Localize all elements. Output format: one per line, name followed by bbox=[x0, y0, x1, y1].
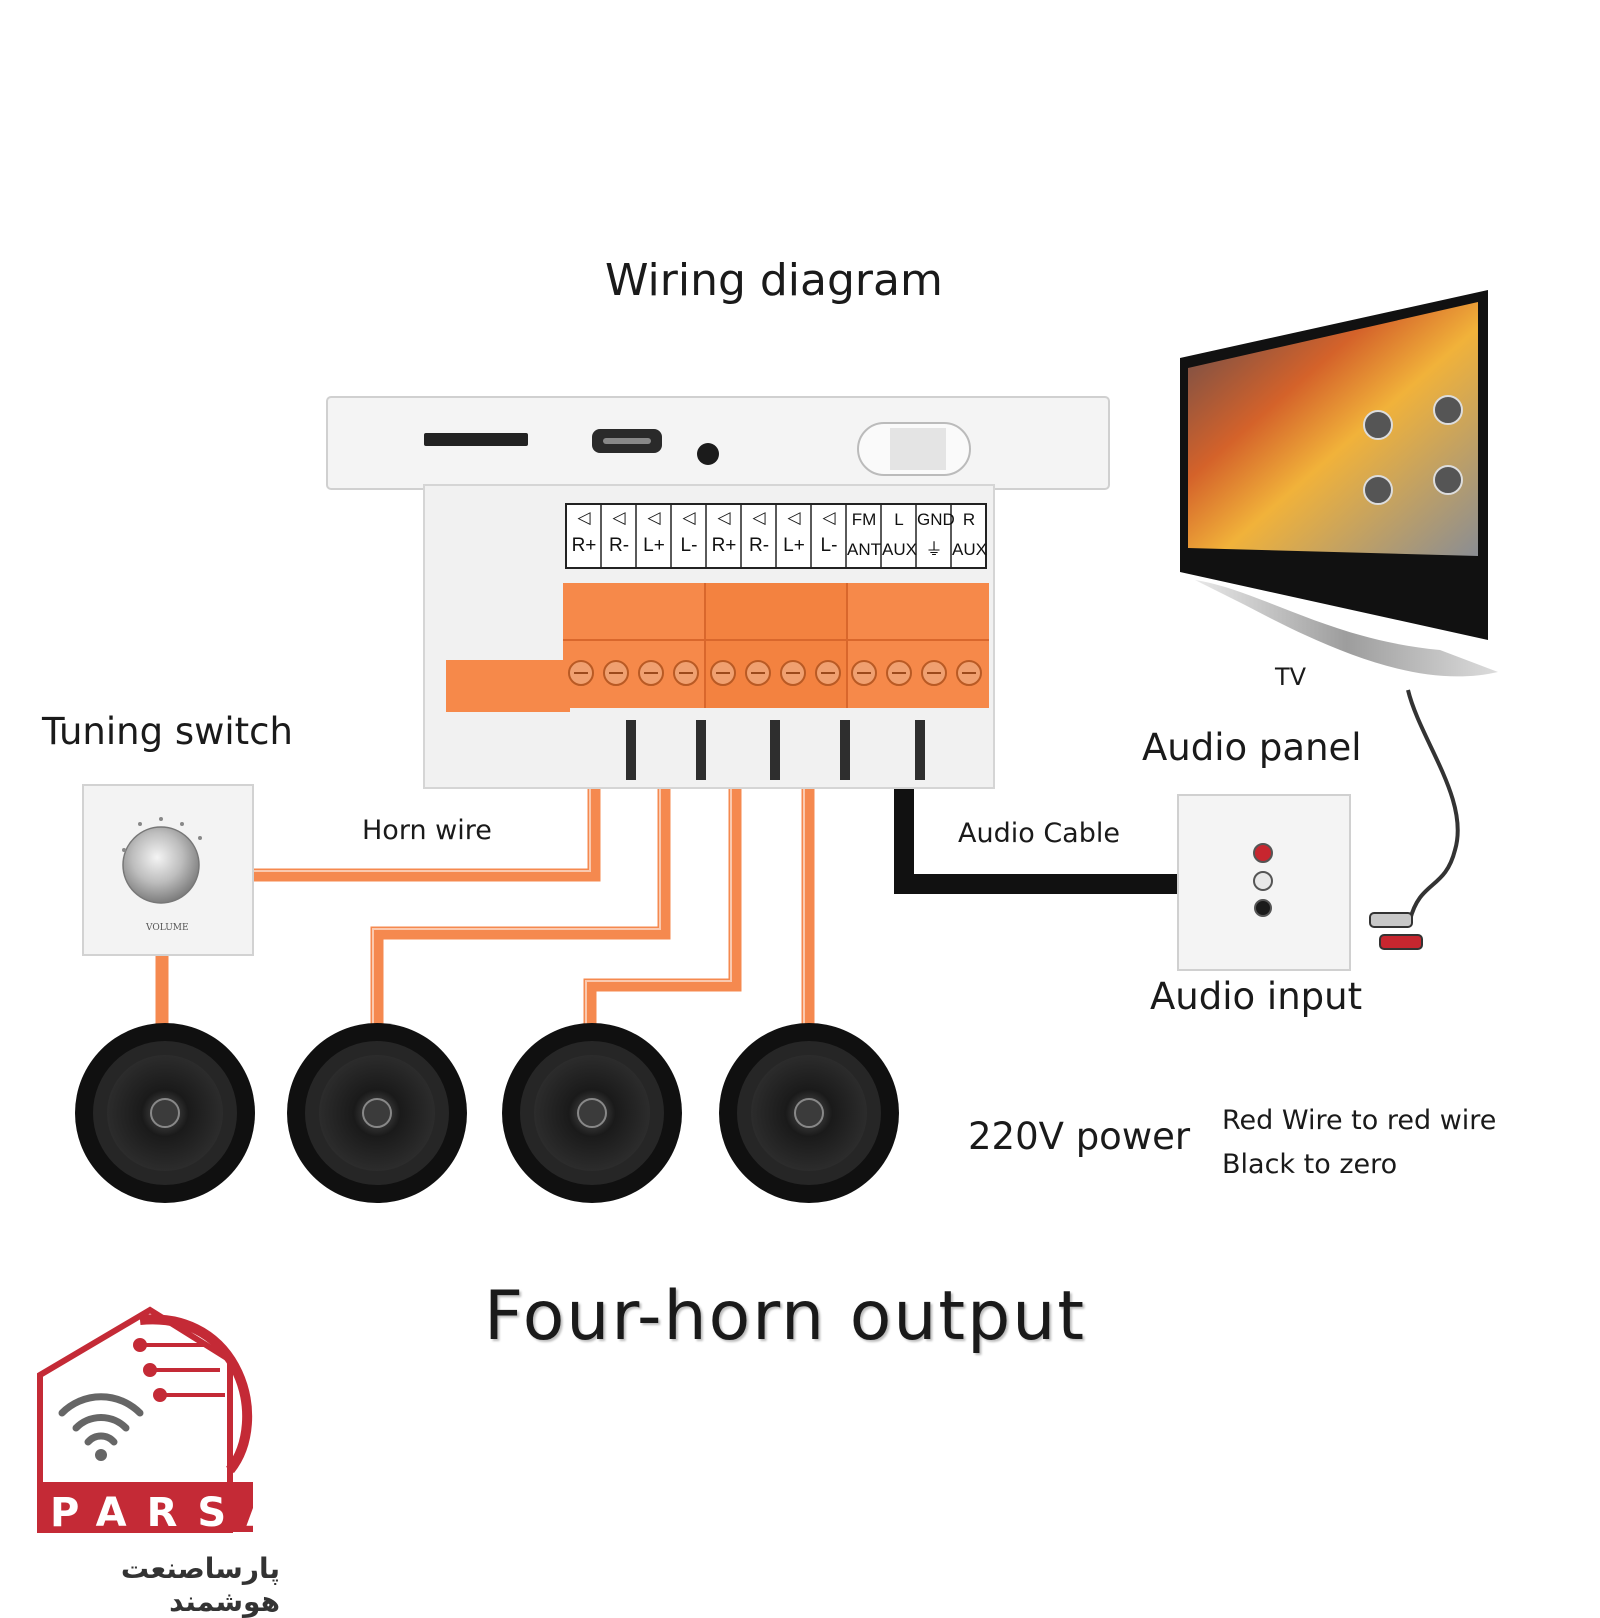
horn-wire-3 bbox=[583, 725, 742, 1032]
black-wire-note: Black to zero bbox=[1222, 1149, 1398, 1180]
tuning-switch-label: Tuning switch bbox=[42, 710, 293, 753]
speaker-4 bbox=[719, 1023, 899, 1203]
logo-brand-text: PARSA bbox=[50, 1490, 298, 1536]
rca-plugs bbox=[1369, 912, 1423, 950]
horn-wire-label: Horn wire bbox=[362, 815, 492, 846]
speaker-icon: ◁ bbox=[647, 508, 661, 527]
speaker-2 bbox=[287, 1023, 467, 1203]
terminal-label-1: ◁R+ bbox=[567, 505, 601, 567]
logo-persian-text: پارساصنعت هوشمند bbox=[120, 1552, 280, 1618]
audio-panel-label: Audio panel bbox=[1142, 726, 1362, 769]
volume-label: VOLUME bbox=[146, 923, 189, 933]
parsa-logo bbox=[37, 1306, 253, 1533]
terminal-label-2: ◁R- bbox=[602, 505, 636, 567]
audio-jack-icon bbox=[697, 443, 719, 465]
speaker-icon: ◁ bbox=[752, 508, 766, 527]
terminal-label-6: ◁R- bbox=[742, 505, 776, 567]
tv-icon bbox=[1180, 290, 1498, 677]
audio-input-label: Audio input bbox=[1150, 975, 1363, 1018]
terminal-block-1 bbox=[563, 583, 705, 708]
speaker-icon: ◁ bbox=[577, 508, 591, 527]
ground-icon: ⏚ bbox=[925, 540, 943, 559]
terminal-label-4: ◁L- bbox=[672, 505, 706, 567]
ceiling-speakers bbox=[75, 1023, 899, 1203]
red-wire-note: Red Wire to red wire bbox=[1222, 1105, 1497, 1136]
terminal-label-5: ◁R+ bbox=[707, 505, 741, 567]
terminal-label-11: GND⏚ bbox=[917, 505, 955, 567]
speaker-icon: ◁ bbox=[612, 508, 626, 527]
speaker-1 bbox=[75, 1023, 255, 1203]
tuning-switch bbox=[82, 784, 254, 956]
speaker-3 bbox=[502, 1023, 682, 1203]
aux-cable bbox=[1406, 689, 1460, 921]
circuit-icon bbox=[133, 1338, 225, 1402]
wifi-icon bbox=[58, 1393, 144, 1446]
speaker-icon: ◁ bbox=[717, 508, 731, 527]
four-horn-output-label: Four-horn output bbox=[484, 1277, 1086, 1356]
rca-white-jack-icon bbox=[1253, 871, 1273, 891]
aux-jack-icon bbox=[1254, 899, 1272, 917]
speaker-icon: ◁ bbox=[822, 508, 836, 527]
rca-red-jack-icon bbox=[1253, 843, 1273, 863]
power-label: 220V power bbox=[968, 1115, 1191, 1158]
amplifier-panel bbox=[326, 396, 1110, 789]
volume-knob-icon bbox=[122, 826, 200, 904]
sd-slot-icon bbox=[424, 433, 528, 446]
terminal-label-8: ◁L- bbox=[812, 505, 846, 567]
terminal-block-3 bbox=[847, 583, 989, 708]
speaker-icon: ◁ bbox=[787, 508, 801, 527]
terminal-label-3: ◁L+ bbox=[637, 505, 671, 567]
terminal-label-7: ◁L+ bbox=[777, 505, 811, 567]
terminal-screws bbox=[568, 660, 982, 686]
audio-cable-label: Audio Cable bbox=[958, 818, 1120, 849]
speaker-icon: ◁ bbox=[682, 508, 696, 527]
diagram-title: Wiring diagram bbox=[605, 255, 943, 306]
terminal-block-2 bbox=[705, 583, 847, 708]
horn-wire-2 bbox=[370, 725, 671, 1032]
tv-label: TV bbox=[1275, 663, 1307, 691]
audio-panel-device bbox=[1177, 794, 1351, 971]
